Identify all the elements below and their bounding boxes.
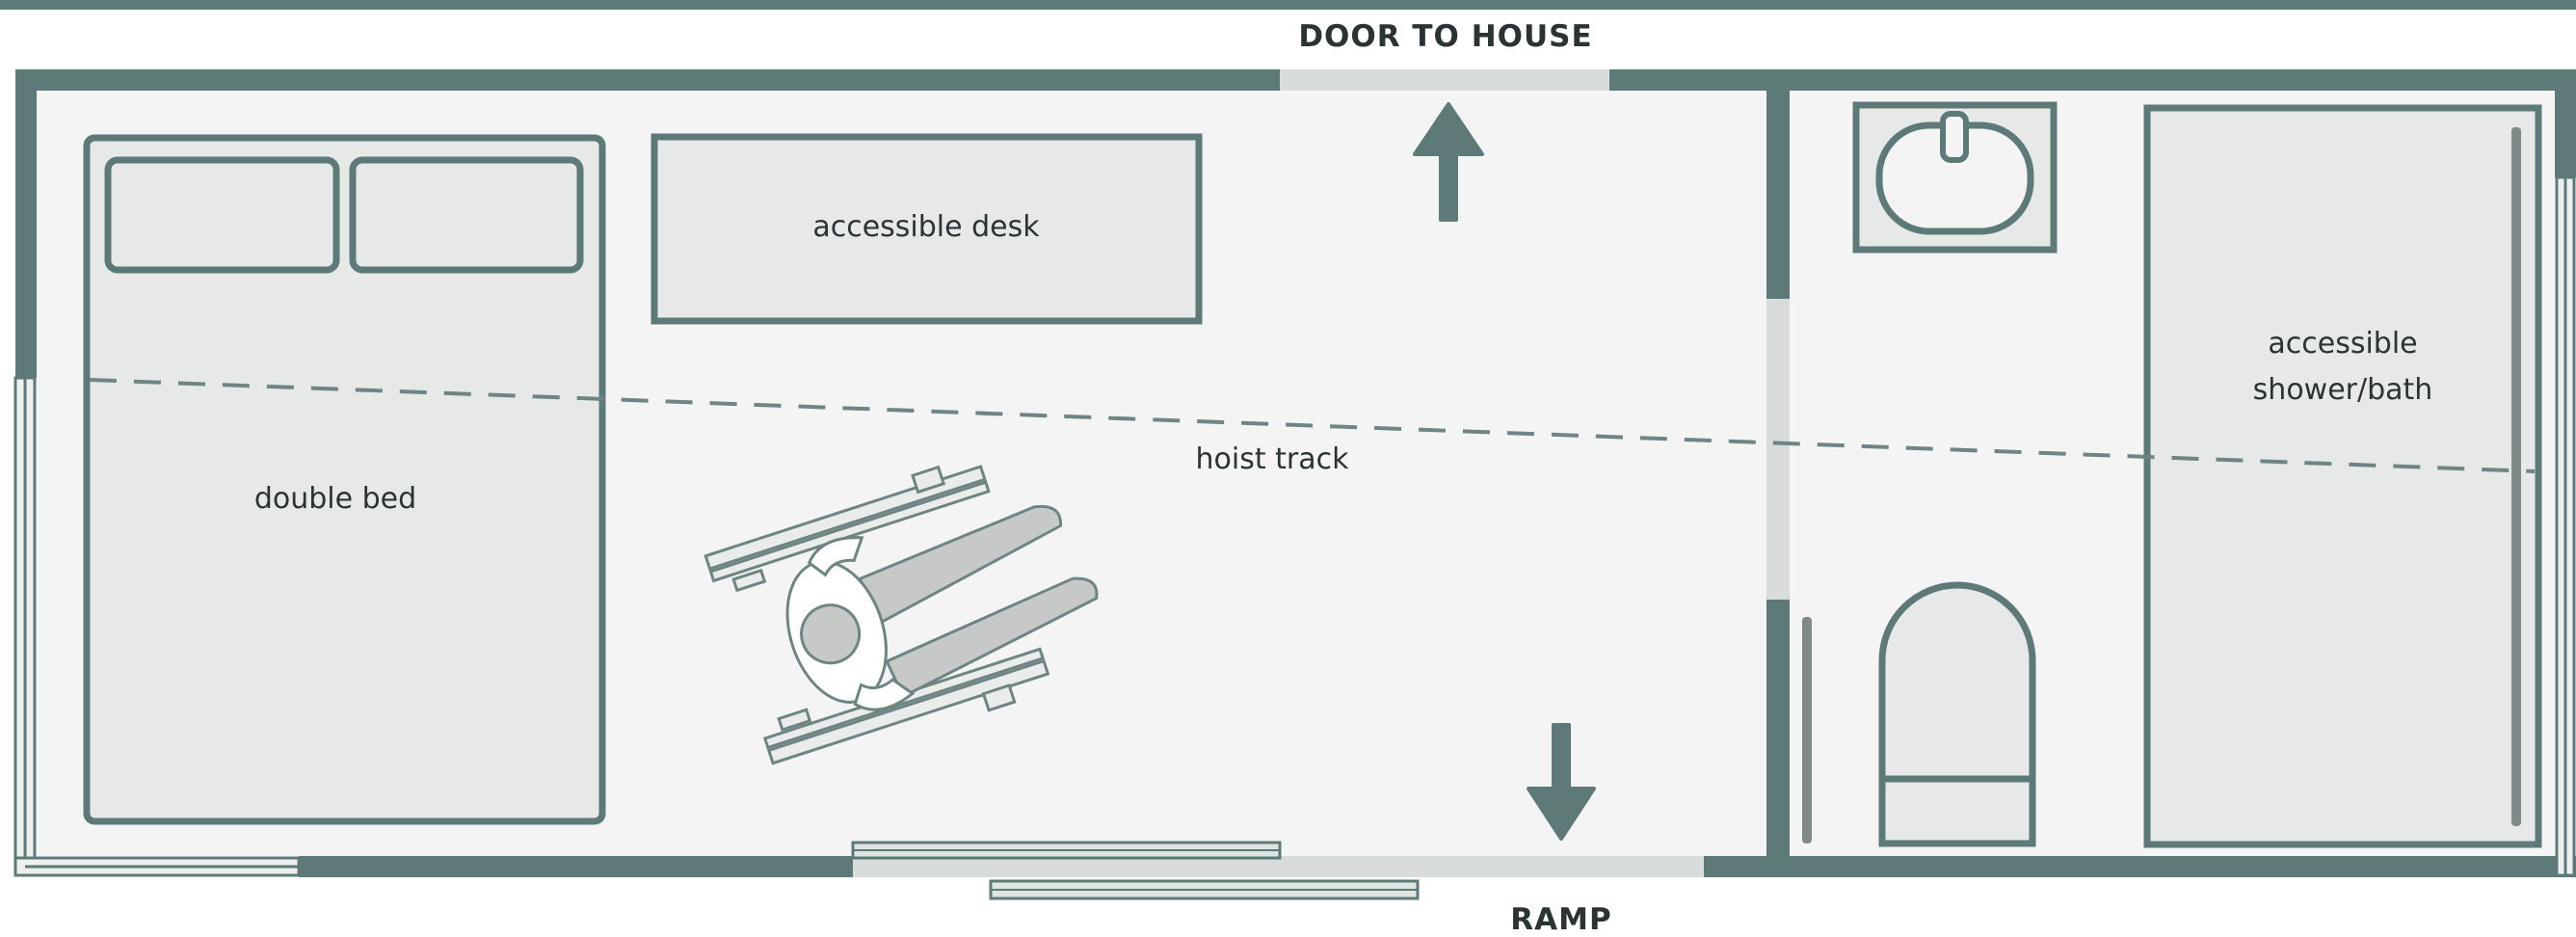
double-bed-label: double bed	[254, 482, 416, 516]
sink	[1852, 101, 2058, 254]
partition-wall-upper	[1766, 89, 1790, 299]
top-band	[0, 0, 2576, 10]
sliding-door-panels[interactable]	[851, 841, 1420, 900]
pillow-left	[104, 156, 340, 274]
left-wall	[15, 69, 37, 378]
shower-label-line2: shower/bath	[2253, 373, 2433, 407]
left-window	[13, 376, 301, 877]
grab-rail	[1802, 617, 1812, 843]
ramp-door-opening[interactable]	[853, 856, 1704, 877]
bathroom-door-opening[interactable]	[1766, 299, 1790, 600]
hoist-track	[89, 378, 2536, 473]
pillow-right	[349, 156, 584, 274]
right-wall-upper	[2555, 69, 2576, 177]
accessible-shower-bath	[2143, 104, 2542, 848]
ramp-label: RAMP	[1510, 902, 1611, 937]
bottom-wall-left	[299, 856, 853, 877]
wheelchair-user-icon	[704, 465, 1099, 765]
toilet	[1878, 581, 2036, 847]
bottom-wall-right	[1704, 856, 2576, 877]
arrow-up-icon	[1413, 102, 1484, 222]
shower-rail	[2511, 127, 2521, 826]
door-to-house-opening[interactable]	[1280, 69, 1609, 91]
shower-label-line1: accessible	[2268, 327, 2417, 361]
top-wall-left	[15, 69, 1280, 91]
partition-wall-lower	[1766, 600, 1790, 856]
arrow-down-icon	[1527, 723, 1596, 841]
hoist-track-label: hoist track	[1196, 442, 1350, 476]
accessible-desk	[651, 133, 1203, 325]
accessible-desk-label: accessible desk	[812, 210, 1040, 244]
top-wall-right	[1609, 69, 2576, 91]
outer-walls	[15, 69, 2576, 877]
tap-icon	[1940, 111, 1969, 163]
right-window	[2555, 175, 2576, 877]
door-to-house-label: DOOR TO HOUSE	[1298, 19, 1592, 54]
double-bed	[83, 134, 606, 825]
